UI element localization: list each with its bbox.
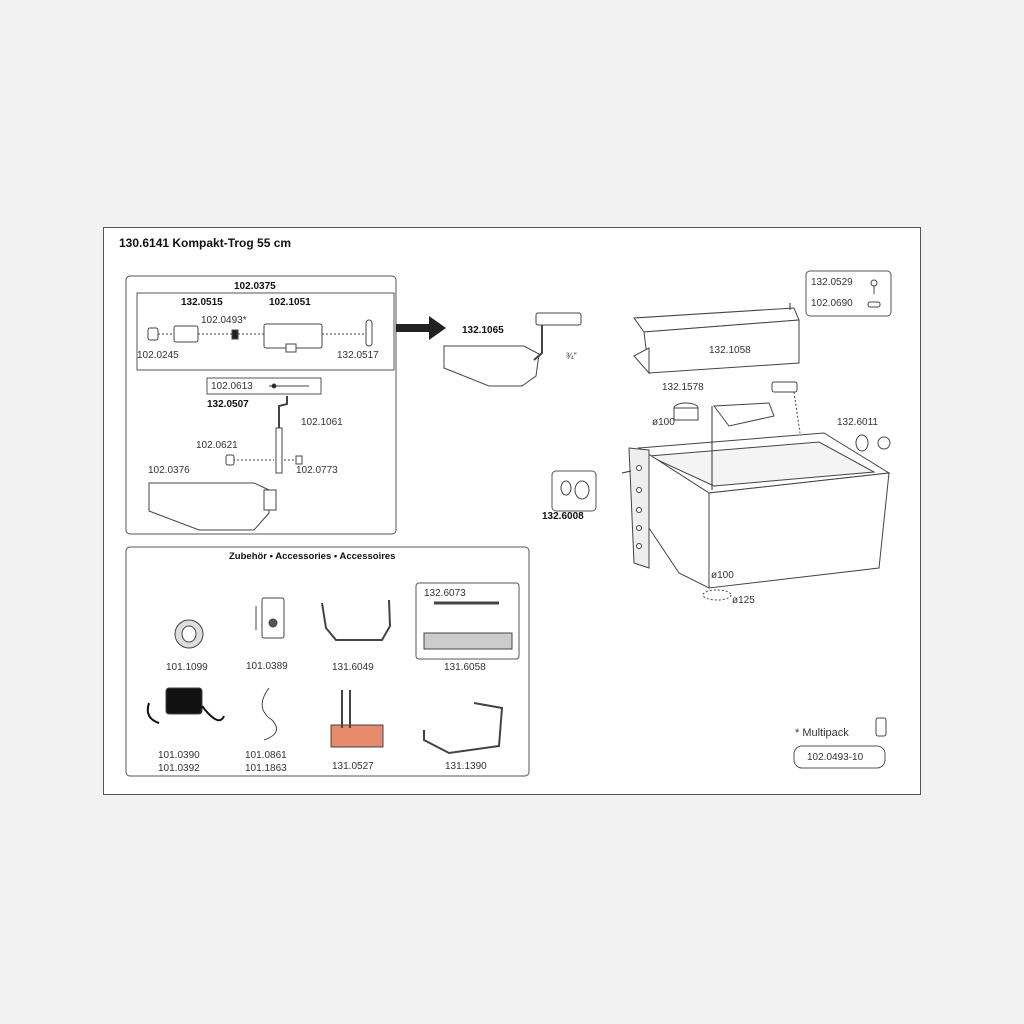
assembly-frame	[125, 275, 397, 535]
part-box-102-0613	[206, 377, 322, 395]
accessory-code-101-0389: 101.0389	[246, 661, 288, 672]
valve-assembly-parts	[147, 319, 373, 531]
multipack-label: * Multipack	[795, 727, 849, 739]
screw-parts	[560, 480, 590, 500]
assembly-arrow	[396, 316, 446, 340]
drain-outline	[702, 589, 732, 601]
accessories-frame	[125, 546, 530, 777]
accessory-code-101-1863: 101.1863	[245, 763, 287, 774]
multipack-box	[793, 745, 886, 769]
label-fraction: ¾"	[566, 351, 577, 361]
accessory-code-131-0527: 131.0527	[332, 761, 374, 772]
valve-group-frame	[136, 292, 395, 371]
label-132-0517: 132.0517	[337, 350, 379, 361]
accessory-code-131-1390: 131.1390	[445, 761, 487, 772]
label-102-0621: 102.0621	[196, 440, 238, 451]
label-102-0245: 102.0245	[137, 350, 179, 361]
part-box-132-0529	[805, 270, 892, 317]
trough-lid	[633, 307, 800, 375]
accessory-code-101-1099: 101.1099	[166, 662, 208, 673]
accessory-code-101-0861: 101.0861	[245, 750, 287, 761]
multipack-code: 102.0493-10	[807, 752, 864, 763]
label-102-0613: 102.0613	[211, 381, 253, 392]
label-102-1061: 102.1061	[301, 417, 343, 428]
trough-body	[628, 432, 891, 589]
label-102-0773: 102.0773	[296, 465, 338, 476]
inlet-parts	[673, 381, 801, 434]
accessory-code-132-6073: 132.6073	[424, 588, 466, 599]
label-diameter-125: ø125	[732, 595, 755, 606]
label-diameter-100-top: ø100	[652, 417, 675, 428]
accessory-subframe	[415, 582, 520, 660]
label-132-6008: 132.6008	[542, 511, 584, 522]
label-102-0493: 102.0493*	[201, 315, 247, 326]
label-132-6011: 132.6011	[837, 417, 878, 428]
trough-mounting-holes	[636, 465, 642, 549]
label-132-0529: 132.0529	[811, 277, 853, 288]
label-132-0507: 132.0507	[207, 399, 249, 410]
lid-screw-parts	[867, 279, 881, 308]
diagram-title: 130.6141 Kompakt-Trog 55 cm	[119, 236, 292, 250]
label-132-1578: 132.1578	[662, 382, 704, 393]
part-box-132-6008	[551, 470, 597, 512]
assembled-float	[443, 312, 582, 387]
label-132-1058: 132.1058	[709, 345, 751, 356]
accessory-drawings	[146, 597, 513, 755]
accessory-code-131-6049: 131.6049	[332, 662, 374, 673]
label-102-0376: 102.0376	[148, 465, 190, 476]
label-132-0515: 132.0515	[181, 297, 223, 308]
multipack-bottle-icon	[875, 717, 887, 737]
accessories-header: Zubehör • Accessories • Accessoires	[229, 551, 396, 562]
label-132-1065: 132.1065	[462, 325, 504, 336]
parts-diagram-sheet: 130.6141 Kompakt-Trog 55 cm	[103, 227, 921, 795]
accessory-code-101-0390: 101.0390	[158, 750, 200, 761]
screw-leader	[621, 470, 632, 474]
accessory-code-131-6058: 131.6058	[444, 662, 486, 673]
label-102-0375: 102.0375	[234, 281, 276, 292]
plug-parts	[855, 434, 891, 452]
label-diameter-100-bottom: ø100	[711, 570, 734, 581]
diagram-drawing	[125, 270, 892, 777]
label-102-0690: 102.0690	[811, 298, 853, 309]
accessory-code-101-0392: 101.0392	[158, 763, 200, 774]
label-102-1051: 102.1051	[269, 297, 311, 308]
